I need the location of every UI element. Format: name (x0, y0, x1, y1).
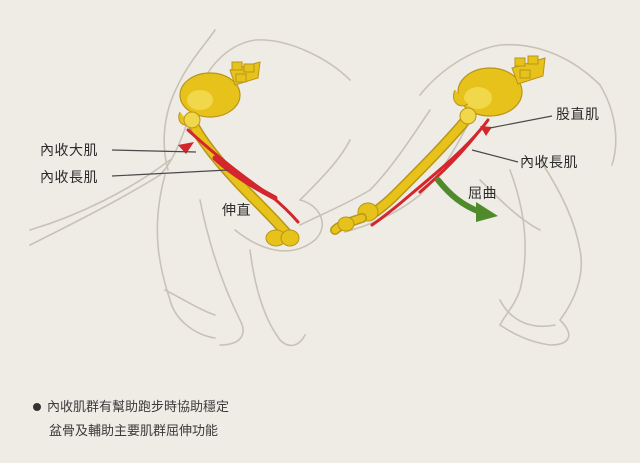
label-extension: 伸直 (222, 203, 251, 219)
left-pelvis (178, 61, 261, 126)
left-femur (183, 111, 300, 247)
caption: 內收肌群有幫助跑步時協助穩定 盆骨及輔助主要肌群屈伸功能 (33, 396, 229, 444)
left-adductor-arrowhead (178, 142, 194, 154)
bullet-icon (33, 402, 41, 411)
right-adductor-muscle (418, 133, 478, 194)
right-tibia (330, 213, 367, 235)
caption-line-2: 盆骨及輔助主要肌群屈伸功能 (49, 424, 219, 439)
right-pelvis (453, 55, 546, 117)
label-flexion: 屈曲 (468, 186, 497, 202)
label-adductor-magnus: 內收大肌 (40, 143, 98, 159)
label-adductor-longus-left: 內收長肌 (40, 170, 98, 186)
left-adductor-arrow (212, 155, 278, 201)
label-rectus-femoris: 股直肌 (556, 107, 600, 123)
body-outline-left (29, 29, 351, 347)
right-femur (357, 107, 477, 222)
pointer-lines (111, 115, 553, 177)
caption-line-1: 內收肌群有幫助跑步時協助穩定 (33, 396, 229, 420)
label-adductor-longus-right: 內收長肌 (520, 155, 578, 171)
caption-line-1-text: 內收肌群有幫助跑步時協助穩定 (47, 400, 230, 415)
body-outline-right (299, 43, 617, 346)
flexion-arrow (435, 177, 498, 222)
right-rectus-arrowhead (480, 126, 492, 136)
